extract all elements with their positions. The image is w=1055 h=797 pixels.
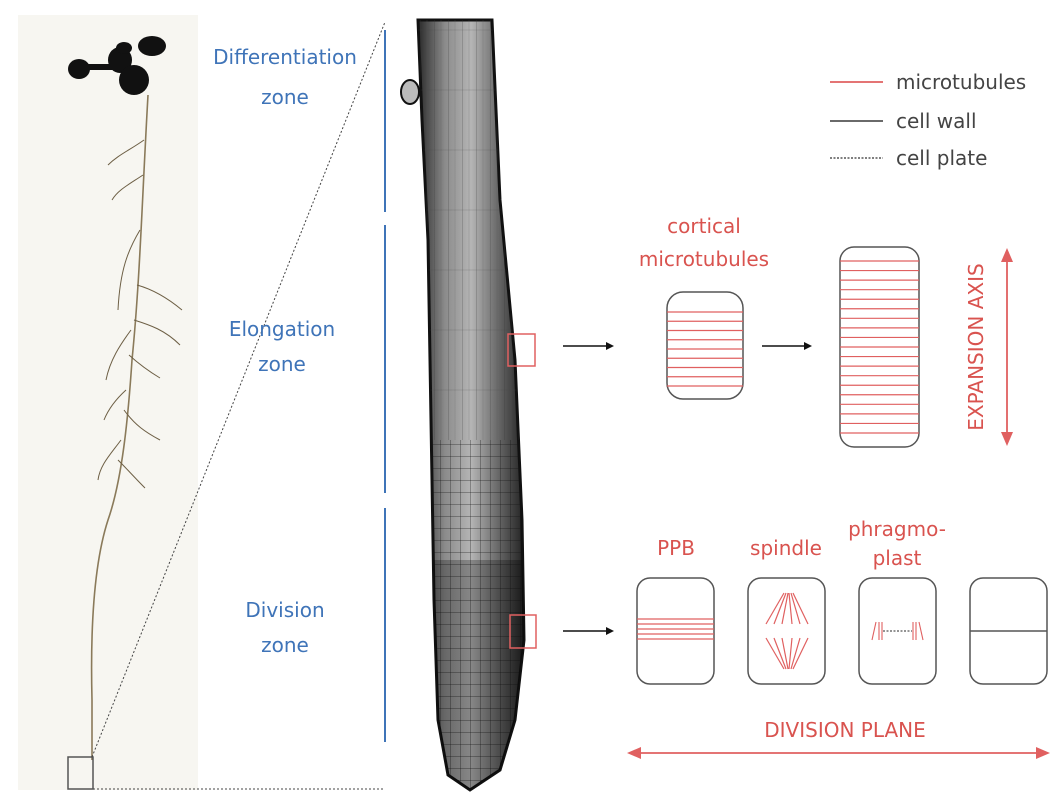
root-micrograph — [400, 20, 540, 797]
spindle-fibers — [766, 593, 808, 669]
seedling-background — [18, 15, 198, 790]
small-cell — [667, 292, 743, 399]
legend-microtubules-label: microtubules — [896, 70, 1026, 94]
expansion-axis-label: EXPANSION AXIS — [964, 263, 988, 430]
root-hair-bulge — [401, 80, 419, 104]
legend: microtubules cell wall cell plate — [830, 70, 1026, 170]
large-cell — [840, 247, 919, 447]
differentiation-zone-line2: zone — [261, 85, 309, 109]
zone-labels: Differentiation zone Elongation zone Div… — [213, 30, 385, 742]
division-panel: PPB spindle phragmo- plast — [563, 517, 1050, 759]
small-cell-microtubules — [667, 312, 743, 386]
division-plane-label: DIVISION PLANE — [764, 718, 925, 742]
division-zone-line1: Division — [245, 598, 324, 622]
cortical-label-line2: microtubules — [639, 247, 769, 271]
small-cell-wall — [667, 292, 743, 399]
seedling-photo — [18, 15, 198, 790]
elongation-panel: cortical microtubules EXPANSION AXIS — [563, 214, 1013, 447]
large-cell-microtubules — [840, 261, 919, 433]
phragmoplast-label-line2: plast — [873, 546, 922, 570]
spindle-cell-wall — [748, 578, 825, 684]
ppb-band — [637, 619, 714, 639]
right-arrow-icon — [563, 627, 614, 635]
ppb-cell — [637, 578, 714, 684]
spindle-label: spindle — [750, 536, 822, 560]
division-zone-line2: zone — [261, 633, 309, 657]
double-arrow-icon — [1001, 248, 1013, 446]
spindle-cell — [748, 578, 825, 684]
elongation-zone-line1: Elongation — [229, 317, 335, 341]
legend-cell-plate-label: cell plate — [896, 146, 987, 170]
elongation-zone-line2: zone — [258, 352, 306, 376]
ppb-label: PPB — [657, 536, 695, 560]
divided-cell — [970, 578, 1047, 684]
cortical-label-line1: cortical — [667, 214, 741, 238]
right-arrow-icon — [563, 342, 614, 350]
differentiation-zone-line1: Differentiation — [213, 45, 357, 69]
right-arrow-icon — [762, 342, 812, 350]
ppb-cell-wall — [637, 578, 714, 684]
legend-cell-wall-label: cell wall — [896, 109, 977, 133]
phragmoplast-label-line1: phragmo- — [848, 517, 946, 541]
double-arrow-icon — [627, 747, 1050, 759]
phragmoplast-cell — [859, 578, 936, 684]
